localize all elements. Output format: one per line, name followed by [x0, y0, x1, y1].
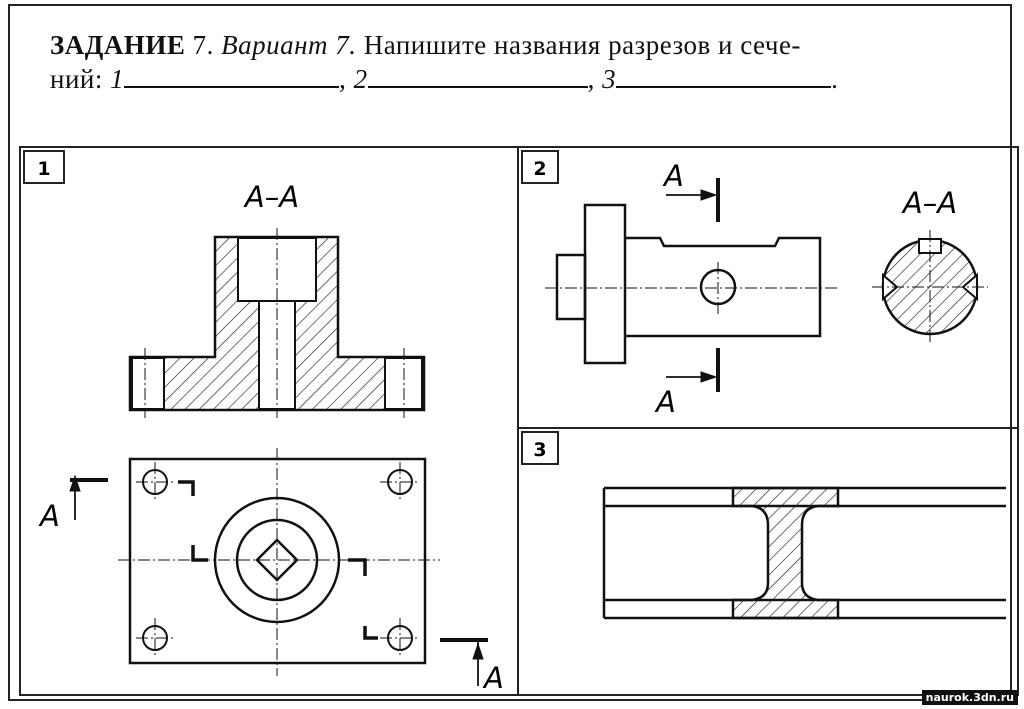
panel-2-shaft-view [545, 203, 838, 365]
answer-1-blank[interactable] [124, 64, 340, 88]
task-line-1: ЗАДАНИЕ 7. Вариант 7. Напишите названия … [50, 30, 801, 61]
panel-1-number: 1 [37, 158, 50, 180]
task-line-2: ний: 1, 2, 3. [50, 64, 838, 95]
panel-2-section-title: А–А [901, 186, 957, 220]
task-title: ЗАДАНИЕ [50, 30, 186, 60]
period: . [831, 64, 839, 94]
panel-2-number: 2 [533, 158, 546, 180]
watermark: naurok.3dn.ru [921, 690, 1018, 705]
answer-3-blank[interactable] [616, 64, 832, 88]
panel-1-cut-arrows [69, 474, 488, 686]
panel-2-number-box [521, 150, 559, 184]
task-text: Напишите названия разрезов и сече- [363, 30, 801, 60]
panel-1-cut-label-right: А [482, 661, 504, 695]
panel-3-number-box [521, 431, 559, 465]
panel-3-number: 3 [533, 439, 546, 461]
panel-1-plan-view [118, 448, 440, 676]
panel-1-cut-label-left: А [38, 499, 60, 533]
panel-2-cut-label-bottom: А [654, 385, 676, 419]
panel-3: 3 [521, 431, 1006, 620]
separator: , [339, 64, 347, 94]
task-variant: Вариант 7. [221, 30, 357, 60]
answer-2-label: 2 [353, 64, 368, 94]
panel-2-cut-label-top: А [662, 159, 684, 193]
panel-2-cut-arrows [666, 178, 720, 392]
panel-1: 1 А–А [23, 150, 504, 695]
answer-3-label: 3 [602, 64, 617, 94]
panel-1-number-box [23, 150, 65, 184]
task-text-continued: ний: [50, 64, 103, 94]
panel-2: 2 А А А–А [521, 150, 988, 419]
panel-3-beam-view [602, 486, 1006, 620]
answer-2-blank[interactable] [367, 64, 588, 88]
panel-2-round-section [872, 230, 988, 345]
page-frame [8, 4, 1012, 701]
task-number: 7. [192, 30, 214, 60]
panel-1-section-view [128, 228, 426, 418]
panel-1-section-title: А–А [243, 180, 299, 214]
separator: , [587, 64, 595, 94]
answer-1-label: 1 [110, 64, 125, 94]
